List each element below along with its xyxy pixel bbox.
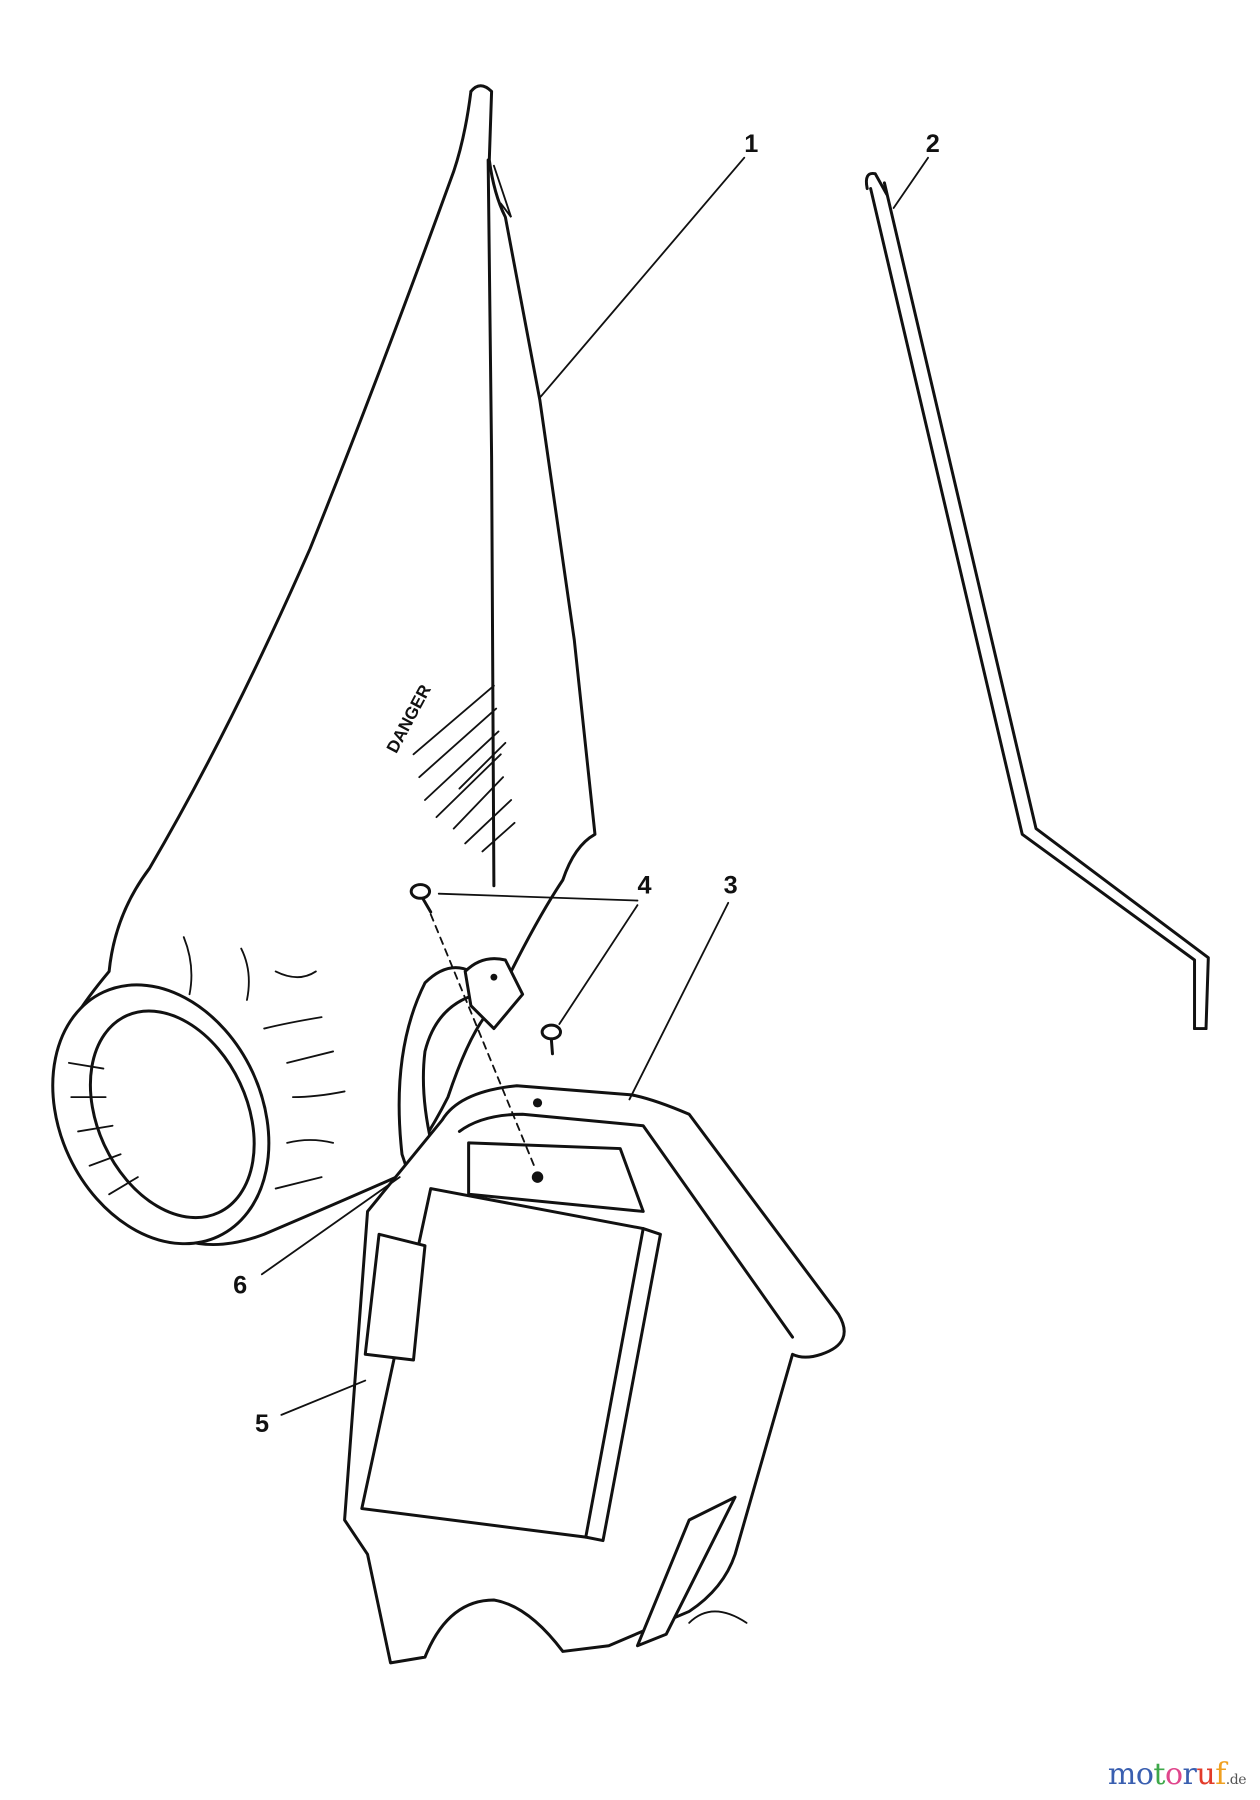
svg-text:DANGER: DANGER — [382, 681, 435, 756]
callout-1: 1 — [744, 130, 758, 158]
callout-3: 3 — [724, 872, 738, 900]
callout-6: 6 — [233, 1272, 247, 1300]
bag-support-rod — [864, 171, 1210, 1031]
screws — [409, 883, 563, 1167]
callout-4: 4 — [637, 872, 651, 900]
watermark-logo: motoruf.de — [1107, 1757, 1247, 1792]
callout-2: 2 — [926, 130, 940, 158]
leader-lines — [260, 156, 929, 1416]
discharge-chute — [343, 1084, 846, 1665]
callout-5: 5 — [255, 1410, 269, 1438]
